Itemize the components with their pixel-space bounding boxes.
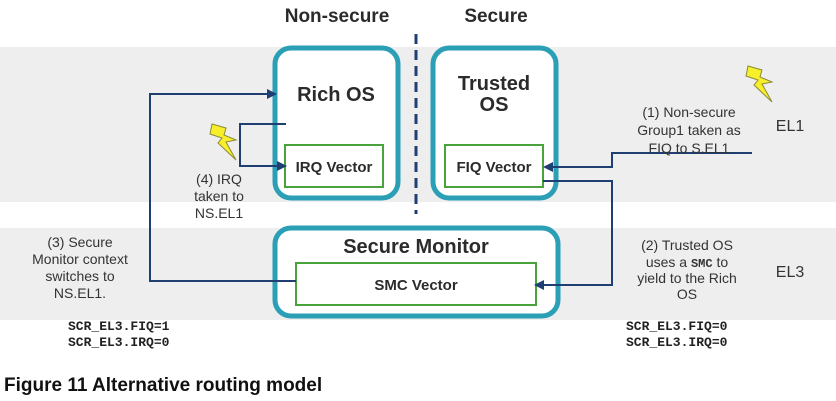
- note-line: (2) Trusted OS: [641, 237, 733, 253]
- fiq-vector-box: [444, 144, 544, 188]
- note-line: FIQ to S.EL1: [649, 140, 730, 156]
- el1-label: EL1: [776, 118, 805, 135]
- note-line: (1) Non-secure: [642, 104, 736, 120]
- irq-vector-label: IRQ Vector: [296, 159, 373, 176]
- secure-monitor-label: Secure Monitor: [343, 236, 489, 258]
- arrow-fiq-to-sel1: [543, 152, 752, 172]
- el3-label: EL3: [776, 264, 805, 281]
- step3-note: (3) Secure Monitor context switches to N…: [32, 234, 128, 301]
- lightning-icon: [209, 123, 238, 161]
- note-line: NS.EL1.: [54, 285, 106, 301]
- register-setting-left-irq: SCR_EL3.IRQ=0: [68, 335, 170, 350]
- step1-note: (1) Non-secure Group1 taken as FIQ to S.…: [637, 104, 741, 156]
- note-line: Group1 taken as: [637, 122, 741, 138]
- arrow-smc-yield: [534, 180, 613, 290]
- note-line: OS: [677, 286, 697, 302]
- note-line: (4) IRQ: [196, 171, 242, 187]
- register-setting-left-fiq: SCR_EL3.FIQ=1: [68, 319, 170, 334]
- trusted-os-label-line2: OS: [480, 94, 509, 116]
- smc-vector-box: [295, 262, 537, 306]
- note-line: yield to the Rich: [637, 270, 737, 286]
- arrow-irq-to-vector: [239, 123, 287, 171]
- non-secure-header: Non-secure: [285, 6, 390, 27]
- arrow-monitor-to-rich-os: [149, 89, 296, 282]
- note-line: NS.EL1: [195, 205, 243, 221]
- trusted-os-label-line1: Trusted: [458, 73, 530, 95]
- fiq-vector-label: FIQ Vector: [456, 159, 531, 176]
- note-line: uses a SMC to: [646, 254, 729, 271]
- step4-note: (4) IRQ taken to NS.EL1: [194, 171, 244, 221]
- rich-os-label: Rich OS: [297, 84, 375, 106]
- secure-header: Secure: [464, 6, 527, 27]
- note-line: switches to: [45, 268, 114, 284]
- lightning-icon: [745, 65, 774, 103]
- smc-vector-label: SMC Vector: [374, 277, 458, 294]
- register-setting-right-irq: SCR_EL3.IRQ=0: [626, 335, 728, 350]
- note-line: Monitor context: [32, 251, 128, 267]
- figure-caption: Figure 11 Alternative routing model: [4, 375, 322, 396]
- note-line: taken to: [194, 188, 244, 204]
- el1-band: [0, 47, 836, 202]
- note-line: (3) Secure: [47, 234, 113, 250]
- step2-note: (2) Trusted OS uses a SMC to yield to th…: [637, 237, 737, 302]
- register-setting-right-fiq: SCR_EL3.FIQ=0: [626, 319, 728, 334]
